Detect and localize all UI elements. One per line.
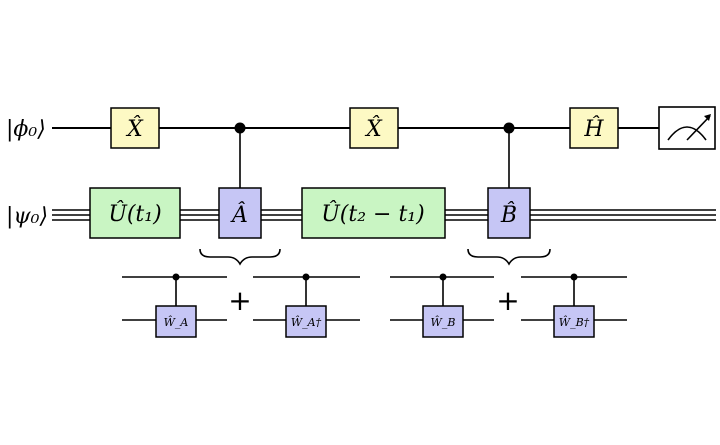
gate-x-second-label: X̂ xyxy=(364,116,383,142)
plus-sign-a: + xyxy=(228,284,251,317)
gate-evolution-u1-label: Û(t₁) xyxy=(108,200,161,227)
gate-evolution-u2-label: Û(t₂ − t₁) xyxy=(321,200,424,227)
gate-evolution-u1: Û(t₁) xyxy=(89,187,181,239)
gate-a: Â xyxy=(218,187,262,239)
measurement-meter-icon xyxy=(658,106,716,150)
control-dot-b xyxy=(503,122,515,134)
control-dot-a xyxy=(234,122,246,134)
gate-wa-label: Ŵ_A xyxy=(164,315,189,329)
gate-wb-dagger-label: Ŵ_B† xyxy=(559,315,590,329)
gate-x-second: X̂ xyxy=(349,107,399,149)
gate-a-label: Â xyxy=(230,201,248,228)
gate-wb-label: Ŵ_B xyxy=(431,315,456,329)
gate-x-first: X̂ xyxy=(110,107,160,149)
subcircuit-wb: Ŵ_B xyxy=(390,273,494,338)
brace-a xyxy=(199,248,281,266)
gate-evolution-u2: Û(t₂ − t₁) xyxy=(301,187,446,239)
gate-b: B̂ xyxy=(487,187,531,239)
gate-hadamard: Ĥ xyxy=(569,107,619,149)
plus-sign-b: + xyxy=(496,284,519,317)
gate-hadamard-label: Ĥ xyxy=(583,115,604,142)
subcircuit-wa: Ŵ_A xyxy=(122,273,227,338)
subcircuit-wb-dagger: Ŵ_B† xyxy=(521,273,627,338)
brace-b xyxy=(467,248,551,266)
phi-zero-ket-label: |ϕ₀⟩ xyxy=(6,117,46,142)
subcircuit-wa-dagger: Ŵ_A† xyxy=(253,273,360,338)
gate-x-first-label: X̂ xyxy=(125,116,144,142)
gate-b-label: B̂ xyxy=(500,202,517,228)
gate-wa-dagger-label: Ŵ_A† xyxy=(291,315,322,329)
psi-zero-ket-label: |ψ₀⟩ xyxy=(6,204,48,229)
